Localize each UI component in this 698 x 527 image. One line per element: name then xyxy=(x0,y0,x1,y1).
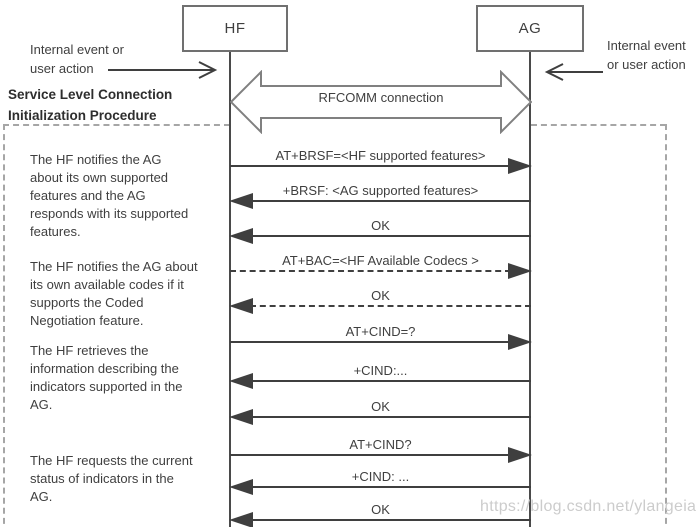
hf-trigger-note: Internal event or user action xyxy=(30,42,124,76)
message-line xyxy=(250,235,531,237)
hf-lifeline xyxy=(229,51,231,527)
message-label: +BRSF: <AG supported features> xyxy=(282,183,479,198)
arrowhead-right-icon xyxy=(508,334,532,350)
message-line xyxy=(250,380,531,382)
participant-ag: AG xyxy=(476,5,584,52)
procedure-frame-top-right xyxy=(531,124,666,126)
arrowhead-left-icon xyxy=(229,512,253,527)
procedure-frame-top-left xyxy=(3,124,230,126)
message-label: AT+BAC=<HF Available Codecs > xyxy=(282,253,479,268)
message-label: OK xyxy=(371,218,390,233)
message-line xyxy=(250,200,531,202)
message-label: AT+BRSF=<HF supported features> xyxy=(275,148,486,163)
message-label: AT+CIND=? xyxy=(345,324,416,339)
arrowhead-right-icon xyxy=(508,447,532,463)
message-line xyxy=(230,341,511,343)
message-line xyxy=(230,454,511,456)
message-line xyxy=(250,486,531,488)
message-line xyxy=(250,305,531,307)
procedure-note-4: The HF requests the current status of in… xyxy=(30,453,193,504)
message-label: +CIND: ... xyxy=(351,469,410,484)
procedure-frame-right-edge xyxy=(665,124,667,527)
message-label: AT+CIND? xyxy=(349,437,412,452)
ag-trigger-note: Internal event or user action xyxy=(607,38,686,72)
arrowhead-left-icon xyxy=(229,409,253,425)
participant-hf: HF xyxy=(182,5,288,52)
procedure-note-2: The HF notifies the AG about its own ava… xyxy=(30,259,198,328)
arrowhead-left-icon xyxy=(229,479,253,495)
arrowhead-right-icon xyxy=(508,158,532,174)
rfcomm-connection-label: RFCOMM connection xyxy=(318,90,444,105)
watermark: https://blog.csdn.net/ylangeia xyxy=(480,498,697,515)
message-label: OK xyxy=(371,288,390,303)
message-label: OK xyxy=(371,502,390,517)
message-line xyxy=(230,270,511,272)
ag-trigger-arrow-icon xyxy=(544,63,603,81)
arrowhead-left-icon xyxy=(229,193,253,209)
participant-hf-label: HF xyxy=(224,20,246,37)
message-line xyxy=(250,416,531,418)
hf-trigger-arrow-icon xyxy=(108,61,218,79)
procedure-note-3: The HF retrieves the information describ… xyxy=(30,343,183,412)
message-line xyxy=(230,165,511,167)
message-label: OK xyxy=(371,399,390,414)
ag-lifeline xyxy=(529,51,531,527)
procedure-note-1: The HF notifies the AG about its own sup… xyxy=(30,152,189,239)
participant-ag-label: AG xyxy=(518,20,542,37)
rfcomm-connection-arrow xyxy=(230,70,532,134)
arrowhead-left-icon xyxy=(229,373,253,389)
procedure-frame-left-edge xyxy=(3,124,5,527)
arrowhead-left-icon xyxy=(229,228,253,244)
message-label: +CIND:... xyxy=(353,363,408,378)
arrowhead-right-icon xyxy=(508,263,532,279)
message-line xyxy=(250,519,531,521)
arrowhead-left-icon xyxy=(229,298,253,314)
procedure-title: Service Level Connection Initialization … xyxy=(8,87,173,123)
